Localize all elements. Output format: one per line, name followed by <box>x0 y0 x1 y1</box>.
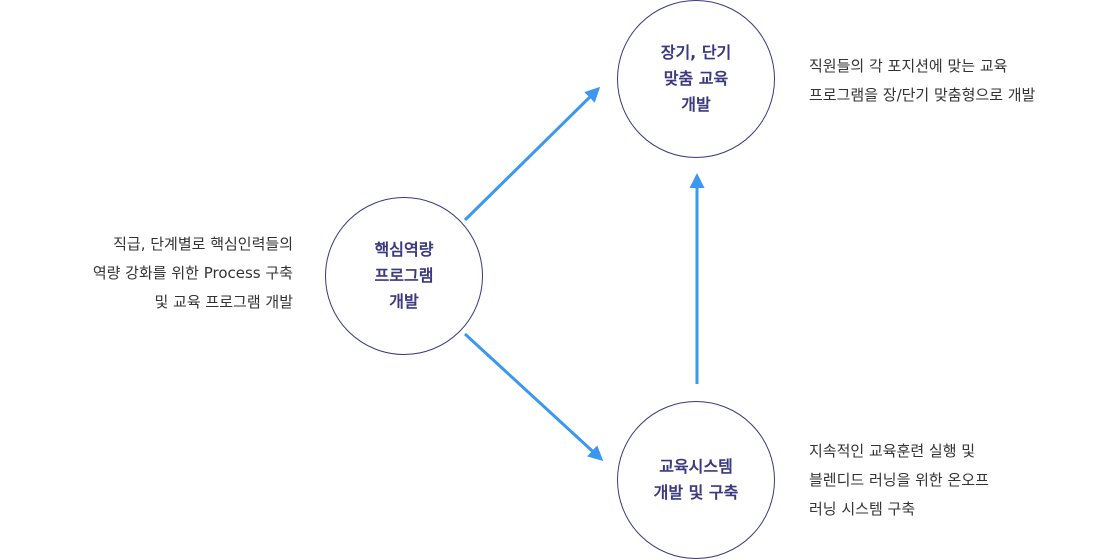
description-custom: 직원들의 각 포지션에 맞는 교육 프로그램을 장/단기 맞춤형으로 개발 <box>809 52 1035 110</box>
arrow-core-to-system <box>463 332 604 462</box>
description-custom-line-2: 프로그램을 장/단기 맞춤형으로 개발 <box>809 86 1036 104</box>
node-core-line-2: 프로그램 <box>374 266 434 285</box>
node-system-line-2: 개발 및 구축 <box>653 483 739 502</box>
node-custom-line-1: 장기, 단기 <box>660 43 732 62</box>
description-custom-line-1: 직원들의 각 포지션에 맞는 교육 <box>809 57 1008 75</box>
node-custom-line-2: 맞춤 교육 <box>663 69 729 88</box>
description-system-line-2: 블렌디드 러닝을 위한 온오프 <box>809 471 989 489</box>
description-core-line-2: 역량 강화를 위한 Process 구축 <box>92 264 293 282</box>
node-custom-training: 장기, 단기 맞춤 교육 개발 <box>617 0 775 158</box>
description-system-line-1: 지속적인 교육훈련 실행 및 <box>809 442 976 460</box>
node-system-line-1: 교육시스템 <box>659 457 733 476</box>
arrow-core-to-custom <box>463 86 601 222</box>
node-core-line-3: 개발 <box>389 292 419 311</box>
description-core: 직급, 단계별로 핵심인력들의 역량 강화를 위한 Process 구축 및 교… <box>93 230 293 317</box>
node-education-system: 교육시스템 개발 및 구축 <box>617 401 775 559</box>
description-system: 지속적인 교육훈련 실행 및 블렌디드 러닝을 위한 온오프 러닝 시스템 구축 <box>809 437 989 524</box>
node-core-line-1: 핵심역량 <box>374 240 434 259</box>
node-custom-line-3: 개발 <box>681 95 711 114</box>
description-core-line-3: 및 교육 프로그램 개발 <box>154 293 293 311</box>
node-core-competency: 핵심역량 프로그램 개발 <box>325 197 483 355</box>
description-system-line-3: 러닝 시스템 구축 <box>809 500 916 518</box>
description-core-line-1: 직급, 단계별로 핵심인력들의 <box>113 235 293 253</box>
